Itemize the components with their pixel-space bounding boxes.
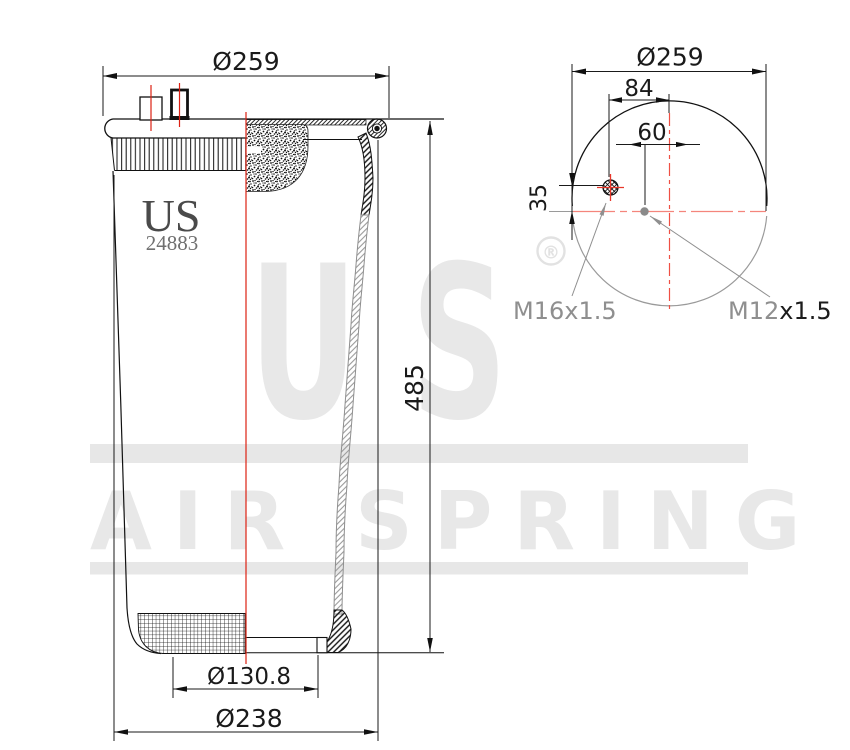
watermark-band-bottom: [90, 562, 748, 575]
piston-grid: [137, 613, 246, 654]
bellows-corrugation: [111, 138, 246, 171]
m12-stud-label-suffix: x1.5: [779, 297, 831, 325]
m12-stud-center: [640, 207, 649, 216]
bead-groove: [245, 146, 261, 154]
watermark: US ® AIR SPRING: [90, 221, 821, 575]
watermark-brand: US: [249, 221, 561, 467]
dim-piston-diameter-label: Ø130.8: [207, 664, 291, 690]
dim-top-diameter: [102, 66, 390, 118]
dim-height: [427, 121, 433, 652]
dim-piston-diameter: [172, 655, 319, 698]
dim-outer-diameter-label: Ø259: [636, 43, 703, 72]
rubber-section: [245, 124, 309, 192]
dim-port-height: [559, 173, 603, 224]
dim-port-offset-label: 84: [624, 76, 653, 102]
m16-port-label: M16x1.5: [513, 297, 617, 325]
dim-port-height-label: 35: [527, 184, 552, 212]
part-number-label: 24883: [146, 231, 199, 255]
m12-stud-label: M12x1.5: [728, 297, 832, 325]
m12-leader-line: [649, 215, 771, 298]
dim-top-diameter-label: Ø259: [212, 47, 279, 76]
m12-stud-label-prefix: M12: [728, 297, 779, 325]
watermark-registered-icon: ®: [536, 236, 566, 266]
piston-edge-ring: [316, 636, 328, 654]
piston-left-curve: [126, 607, 162, 655]
side-view: US 24883 Ø259 485 Ø130.8: [102, 47, 444, 741]
top-plate: [104, 118, 444, 139]
dim-height-label: 485: [400, 364, 429, 412]
watermark-registered-glyph: ®: [542, 243, 560, 264]
dim-outer-diameter: [571, 64, 767, 240]
dim-stud-offset-label: 60: [637, 120, 666, 146]
m16-leader-line: [571, 202, 607, 297]
dim-port-offset: [608, 94, 670, 177]
watermark-band-top: [90, 444, 748, 463]
watermark-name: AIR SPRING: [90, 475, 821, 568]
part-brand-label: US: [142, 190, 201, 241]
bead-roll: [366, 118, 388, 139]
dim-stud-offset: [616, 141, 700, 205]
bellows-left-edge: [112, 170, 128, 609]
dim-base-diameter: [113, 140, 379, 741]
bellows-wall: [317, 132, 374, 653]
m16-port: [597, 174, 624, 201]
top-view: Ø259 84 60 35: [513, 43, 832, 326]
dim-base-diameter-label: Ø238: [215, 704, 282, 733]
